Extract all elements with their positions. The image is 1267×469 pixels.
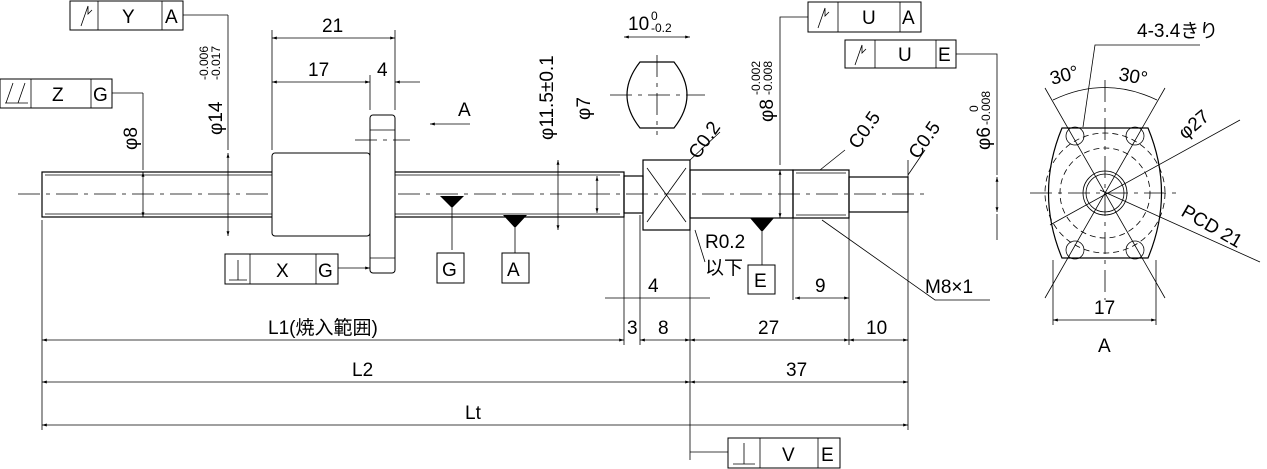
m8-label: M8×1 bbox=[925, 277, 973, 298]
d8-label: 8 bbox=[658, 318, 669, 339]
total-runout-icon bbox=[5, 82, 28, 104]
phi8b-lo-label: -0.008 bbox=[761, 61, 775, 95]
l1-label: L1(焼入範囲) bbox=[268, 317, 378, 339]
r02-note-label: 以下 bbox=[705, 258, 743, 279]
w17-label: 17 bbox=[1094, 298, 1115, 319]
flange-end-view: 4-3.4きり 30° 30° φ27 PCD 21 17 A bbox=[1030, 21, 1261, 357]
datum-a: A bbox=[507, 260, 520, 281]
perpendicularity-icon bbox=[229, 260, 247, 281]
ang2-label: 30° bbox=[1117, 64, 1149, 90]
c02-label: C0.2 bbox=[685, 118, 725, 163]
phi7-label: φ7 bbox=[574, 97, 595, 120]
d9-label: 9 bbox=[815, 276, 826, 297]
w10-up-label: 0 bbox=[651, 9, 658, 23]
tol-label: V bbox=[782, 445, 795, 466]
view-a-label: A bbox=[458, 100, 471, 121]
tol-label: Z bbox=[52, 85, 64, 106]
phi6-up-label: 0 bbox=[967, 105, 981, 112]
pcd-label: PCD 21 bbox=[1178, 201, 1246, 252]
d37-label: 37 bbox=[786, 360, 807, 381]
runout-icon bbox=[854, 44, 867, 66]
section-oval bbox=[626, 61, 688, 129]
phi8b-label: φ8 bbox=[757, 99, 778, 122]
r02-label: R0.2 bbox=[705, 232, 745, 253]
d4b-label: 4 bbox=[648, 276, 659, 297]
tol-label: Y bbox=[122, 7, 135, 28]
phi8-label: φ8 bbox=[121, 127, 142, 150]
phi14-lo-label: -0.017 bbox=[209, 46, 223, 80]
w10-lo-label: -0.2 bbox=[651, 21, 672, 35]
d3-label: 3 bbox=[627, 318, 638, 339]
view-label-label: A bbox=[1098, 336, 1111, 357]
tol-label: U bbox=[862, 8, 876, 29]
holes-label: 4-3.4きり bbox=[1137, 21, 1218, 42]
c05a-label: C0.5 bbox=[845, 108, 885, 153]
d10-label: 10 bbox=[866, 318, 887, 339]
datum-label: A bbox=[165, 7, 178, 28]
phi27-label: φ27 bbox=[1175, 106, 1214, 144]
datum-label: G bbox=[93, 85, 108, 106]
d21-label: 21 bbox=[322, 16, 343, 37]
c05b-label: C0.5 bbox=[905, 118, 945, 163]
datum-label: G bbox=[318, 261, 333, 282]
datum-box-e bbox=[747, 264, 776, 295]
dimension-lines bbox=[41, 14, 999, 460]
ball-nut bbox=[271, 114, 410, 274]
phi11-label: φ11.5±0.1 bbox=[537, 55, 558, 140]
datum-label: E bbox=[821, 445, 834, 466]
datum-e: E bbox=[754, 271, 767, 292]
l2-label: L2 bbox=[352, 360, 373, 381]
w10-label: 10 bbox=[628, 14, 649, 35]
phi6-lo-label: -0.008 bbox=[979, 91, 993, 125]
datum-label: E bbox=[938, 45, 951, 66]
perpendicularity-icon bbox=[733, 443, 755, 465]
datum-label: A bbox=[902, 8, 915, 29]
runout-icon bbox=[80, 5, 93, 27]
d17-label: 17 bbox=[308, 60, 329, 81]
d27-label: 27 bbox=[758, 318, 779, 339]
lt-label: Lt bbox=[465, 403, 482, 424]
phi8b-up-label: -0.002 bbox=[749, 61, 763, 95]
runout-icon bbox=[817, 7, 830, 29]
tol-label: U bbox=[898, 45, 912, 66]
ang1-label: 30° bbox=[1048, 62, 1081, 90]
phi14-label: φ14 bbox=[206, 101, 227, 135]
datum-box-g bbox=[436, 252, 465, 284]
datum-box-a bbox=[501, 252, 530, 284]
shaft-end bbox=[623, 159, 909, 231]
tol-label: X bbox=[276, 261, 289, 282]
d4a-label: 4 bbox=[377, 60, 388, 81]
phi14-up-label: -0.006 bbox=[197, 46, 211, 80]
datum-g: G bbox=[442, 260, 457, 281]
phi6-label: φ6 bbox=[974, 127, 995, 150]
